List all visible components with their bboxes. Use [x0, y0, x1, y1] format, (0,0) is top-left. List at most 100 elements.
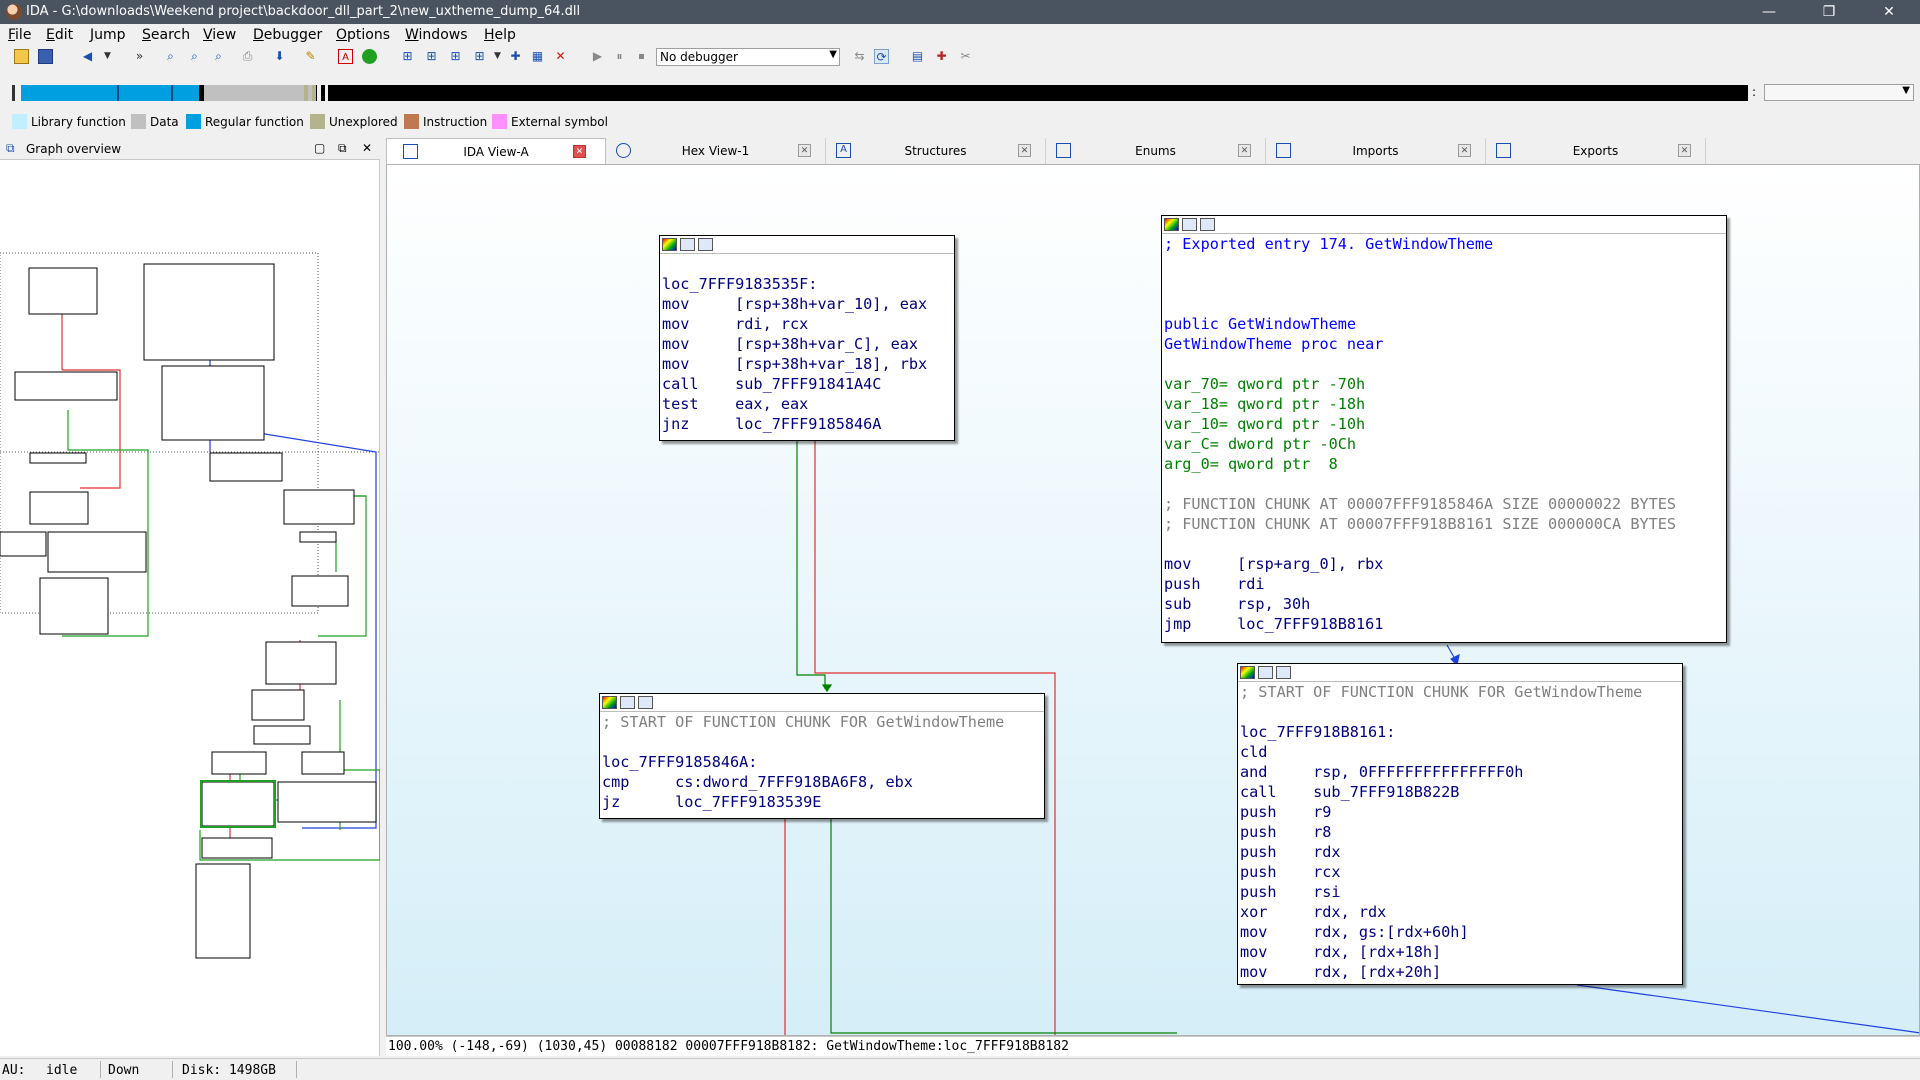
script-icon[interactable]: ✎	[305, 49, 316, 63]
ida-graph-view[interactable]: loc_7FFF9183535F:mov [rsp+38h+var_10], e…	[386, 164, 1920, 1036]
jump-down-icon[interactable]: ⬇	[274, 49, 285, 63]
minimize-button[interactable]: —	[1762, 4, 1776, 20]
more-icon[interactable]: »	[135, 49, 144, 63]
search-binary-icon[interactable]: ⌕	[191, 49, 198, 63]
attach-icon[interactable]: ⇆	[854, 49, 865, 63]
run-icon[interactable]: ▶	[592, 49, 603, 63]
menu-bar: File Edit Jump Search View Debugger Opti…	[0, 24, 1920, 46]
group-icon[interactable]	[1200, 218, 1215, 231]
graph-node-loc-8161[interactable]: ; START OF FUNCTION CHUNK FOR GetWindowT…	[1237, 663, 1683, 985]
search-text-icon[interactable]: ⌕	[167, 49, 174, 63]
add-edge-icon[interactable]: ⊞	[426, 49, 437, 63]
color-icon[interactable]	[602, 696, 617, 709]
color-icon[interactable]	[1240, 666, 1255, 679]
menu-jump[interactable]: Jump	[90, 27, 126, 43]
tab-structures[interactable]: A Structures ✕	[826, 138, 1046, 164]
back-icon[interactable]: ◀	[82, 49, 93, 63]
graph-edges	[784, 441, 1919, 1035]
close-tab-icon[interactable]: ✕	[573, 145, 586, 158]
green-circle-icon[interactable]	[362, 49, 377, 64]
close-tab-icon[interactable]: ✕	[798, 144, 811, 157]
node-code: ; START OF FUNCTION CHUNK FOR GetWindowT…	[602, 713, 1005, 811]
close-tab-icon[interactable]: ✕	[1678, 144, 1691, 157]
close-button[interactable]: ✕	[1883, 4, 1895, 20]
menu-search[interactable]: Search	[142, 27, 191, 43]
graph-icon[interactable]	[620, 696, 635, 709]
group-icon[interactable]	[698, 238, 713, 251]
chevron-down-icon: ▼	[829, 49, 837, 60]
legend-instruction: Instruction	[404, 114, 487, 129]
search-imm-icon[interactable]: ⌕	[215, 49, 222, 63]
tools-icon[interactable]: ✂	[960, 49, 971, 63]
graph-overview-canvas[interactable]	[0, 160, 381, 1056]
menu-debugger[interactable]: Debugger	[253, 27, 323, 43]
navigation-strip[interactable]	[21, 85, 1748, 101]
au-state: idle	[46, 1063, 78, 1078]
ida-app-icon	[6, 4, 22, 20]
disk-indicator: Disk: 1498GB	[182, 1063, 276, 1078]
au-label: AU:	[2, 1063, 26, 1078]
graph-overview-title: Graph overview	[26, 142, 122, 156]
menu-windows[interactable]: Windows	[405, 27, 468, 43]
debugger-select[interactable]: No debugger ▼	[656, 48, 840, 66]
node-header	[600, 694, 1044, 712]
color-icon[interactable]	[662, 238, 677, 251]
back-dropdown-icon[interactable]: ▼	[104, 51, 111, 61]
menu-edit[interactable]: Edit	[46, 27, 74, 43]
menu-file[interactable]: File	[8, 27, 32, 43]
graph-icon[interactable]	[1258, 666, 1273, 679]
save-icon[interactable]	[38, 49, 53, 64]
tab-hex-view-1[interactable]: Hex View-1 ✕	[606, 138, 826, 164]
color-icon[interactable]	[1164, 218, 1179, 231]
menu-view[interactable]: View	[203, 27, 237, 43]
open-icon[interactable]	[14, 49, 29, 64]
graph-status-line: 100.00% (-148,-69) (1030,45) 00088182 00…	[386, 1036, 1920, 1056]
print-icon[interactable]: ⎙	[242, 49, 253, 63]
group-icon[interactable]	[638, 696, 653, 709]
graph-node-loc-535f[interactable]: loc_7FFF9183535F:mov [rsp+38h+var_10], e…	[659, 235, 955, 441]
graph-icon[interactable]	[1182, 218, 1197, 231]
add-node-icon[interactable]: ⊞	[402, 49, 413, 63]
add-enum-icon[interactable]: ⊞	[474, 49, 485, 63]
view-icon[interactable]: ▤	[911, 49, 924, 63]
restore-button[interactable]: ❐	[1822, 4, 1836, 20]
ida-view-icon	[403, 144, 418, 159]
nav-arrow-left[interactable]	[12, 85, 15, 101]
close-tab-icon[interactable]: ✕	[1018, 144, 1031, 157]
menu-options[interactable]: Options	[336, 27, 391, 43]
tab-imports[interactable]: Imports ✕	[1266, 138, 1486, 164]
add-struct-icon[interactable]: ⊞	[450, 49, 461, 63]
group-icon[interactable]	[1276, 666, 1291, 679]
close-tab-icon[interactable]: ✕	[1238, 144, 1251, 157]
legend: Library function Data Regular function U…	[0, 112, 1920, 132]
graph-node-loc-846a[interactable]: ; START OF FUNCTION CHUNK FOR GetWindowT…	[599, 693, 1045, 819]
pause-icon[interactable]: ⏸	[616, 49, 623, 63]
tab-exports[interactable]: Exports ✕	[1486, 138, 1706, 164]
legend-library-function: Library function	[12, 114, 126, 129]
graph-overview-panel: ⧉ Graph overview ▢ ⧉ ✕	[0, 138, 381, 1056]
nav-select[interactable]: ▼	[1764, 84, 1914, 101]
cross-ref-icon[interactable]: ✚	[510, 49, 521, 63]
legend-unexplored: Unexplored	[310, 114, 398, 129]
tab-enums[interactable]: Enums ✕	[1046, 138, 1266, 164]
menu-help[interactable]: Help	[484, 27, 516, 43]
graph-icon[interactable]	[680, 238, 695, 251]
delete-icon[interactable]: ✕	[555, 49, 566, 63]
float-icon[interactable]: ⧉	[338, 141, 347, 155]
close-icon[interactable]: ✕	[362, 141, 373, 155]
graph-a-icon[interactable]: A	[338, 49, 353, 64]
tab-ida-view-a[interactable]: IDA View-A ✕	[386, 138, 606, 164]
breakpoint-icon[interactable]: ✚	[936, 49, 947, 63]
structures-icon: A	[836, 143, 851, 158]
node-header	[1238, 664, 1682, 682]
overview-graph	[0, 252, 381, 959]
sync-icon[interactable]: ⟳	[874, 49, 889, 64]
close-tab-icon[interactable]: ✕	[1458, 144, 1471, 157]
imports-icon	[1276, 143, 1291, 158]
graph-node-getwindowtheme[interactable]: ; Exported entry 174. GetWindowTheme pub…	[1161, 215, 1727, 643]
segment-icon[interactable]: ▦	[531, 49, 544, 63]
add-dropdown-icon[interactable]: ▼	[494, 51, 501, 61]
node-code: ; Exported entry 174. GetWindowTheme pub…	[1164, 235, 1677, 633]
maximize-icon[interactable]: ▢	[314, 141, 326, 155]
stop-icon[interactable]: ⏹	[638, 49, 645, 63]
